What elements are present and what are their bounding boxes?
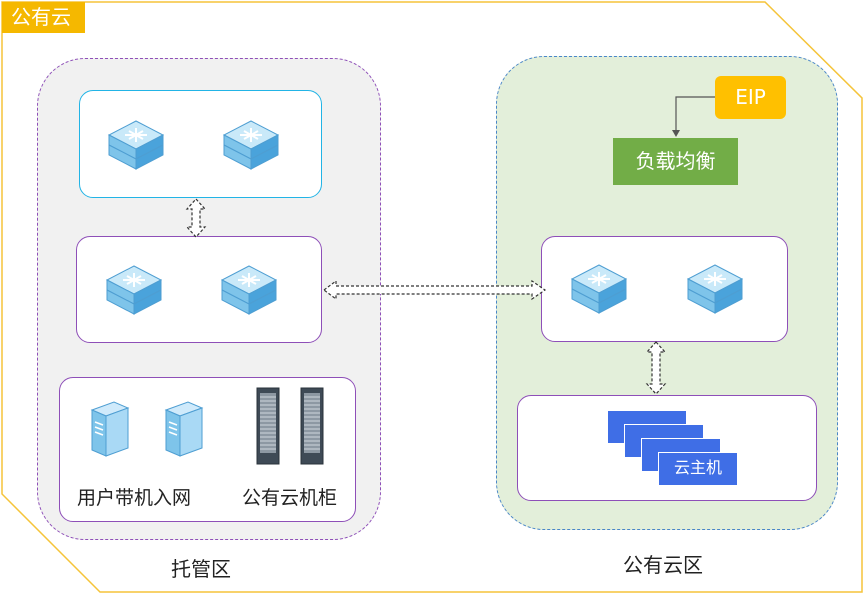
router-icon [220,265,278,315]
hosted-zone-label: 托管区 [171,557,231,581]
router-icon [107,120,165,170]
router-icon [222,120,280,170]
router-icon [570,264,628,314]
user-equipment-label: 用户带机入网 [77,487,192,509]
router-icon [686,264,744,314]
public-cloud-rack-label: 公有云机柜 [242,487,338,509]
load-balancer-box: 负载均衡 [613,138,738,185]
vm-card-front: 云主机 [658,452,738,486]
region-tag: 公有云 [2,2,85,33]
tower-server-icon [164,401,204,457]
public-zone-label: 公有云区 [623,553,703,577]
server-rack-icon [300,387,324,465]
tower-server-icon [90,401,130,457]
eip-box: EIP [715,76,786,119]
router-icon [105,265,163,315]
server-rack-icon [256,387,280,465]
